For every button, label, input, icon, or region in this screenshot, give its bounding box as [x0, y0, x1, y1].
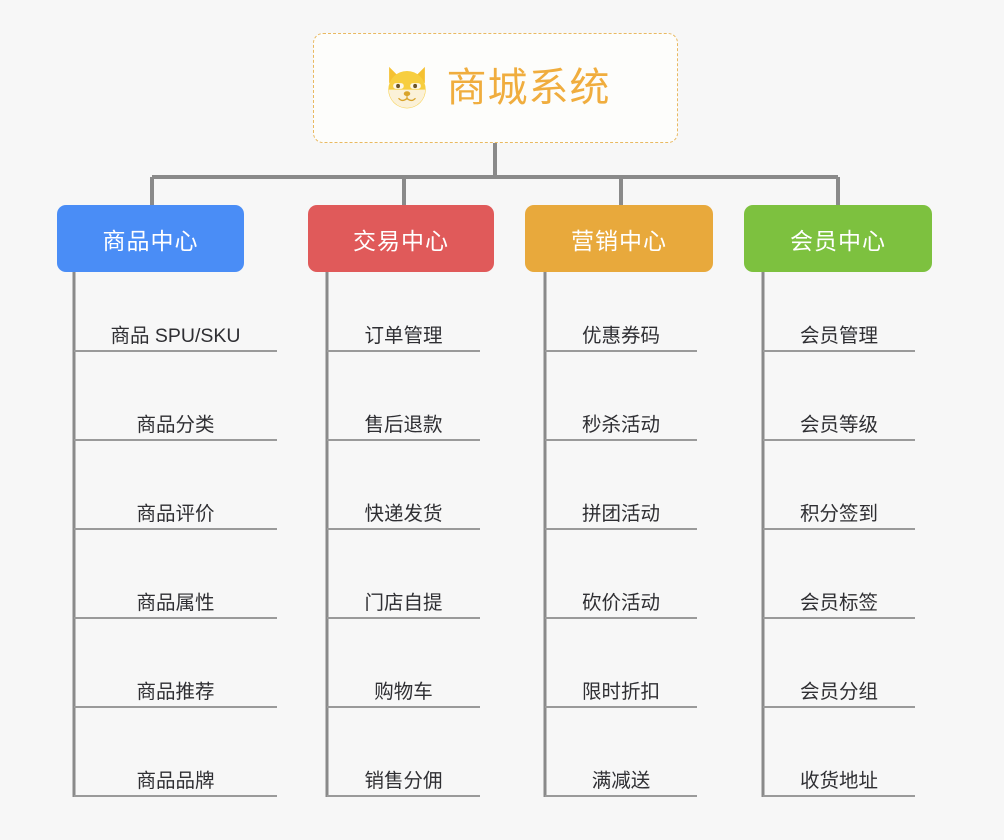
leaf-item-label: 会员标签 — [799, 591, 878, 614]
leaf-item-label: 售后退款 — [364, 413, 443, 436]
leaf-item[interactable]: 限时折扣 — [545, 666, 697, 708]
leaf-item[interactable]: 会员管理 — [763, 310, 915, 352]
root-node[interactable]: 商城系统 — [313, 33, 678, 143]
leaf-item-label: 优惠券码 — [581, 324, 660, 347]
leaf-item[interactable]: 商品属性 — [74, 577, 277, 619]
leaf-item[interactable]: 优惠券码 — [545, 310, 697, 352]
leaf-item-label: 快递发货 — [364, 502, 443, 525]
leaf-item[interactable]: 售后退款 — [327, 399, 480, 441]
leaf-item[interactable]: 订单管理 — [327, 310, 480, 352]
leaf-item-label: 购物车 — [374, 680, 433, 703]
leaf-item-label: 会员分组 — [799, 680, 878, 703]
leaf-item-label: 拼团活动 — [581, 502, 660, 525]
leaf-item[interactable]: 会员等级 — [763, 399, 915, 441]
leaf-item-label: 订单管理 — [364, 324, 443, 347]
category-header-1[interactable]: 商品中心 — [57, 205, 244, 272]
leaf-item[interactable]: 商品品牌 — [74, 755, 277, 797]
leaf-item[interactable]: 购物车 — [327, 666, 480, 708]
leaf-item[interactable]: 收货地址 — [763, 755, 915, 797]
shiba-dog-icon — [387, 66, 426, 109]
leaf-item[interactable]: 商品 SPU/SKU — [74, 310, 277, 352]
leaf-item[interactable]: 门店自提 — [327, 577, 480, 619]
leaf-item-label: 积分签到 — [799, 502, 878, 525]
leaf-item-label: 限时折扣 — [581, 680, 660, 703]
leaf-item-label: 会员管理 — [799, 324, 878, 347]
category-header-4[interactable]: 会员中心 — [744, 205, 932, 272]
leaf-item-label: 商品评价 — [136, 502, 215, 525]
leaf-item-label: 门店自提 — [364, 591, 443, 614]
leaf-item[interactable]: 商品评价 — [74, 488, 277, 530]
leaf-item[interactable]: 快递发货 — [327, 488, 480, 530]
leaf-item-label: 商品分类 — [136, 413, 215, 436]
leaf-item[interactable]: 满减送 — [545, 755, 697, 797]
leaf-item[interactable]: 会员分组 — [763, 666, 915, 708]
leaf-item-label: 商品推荐 — [136, 680, 215, 703]
leaf-item[interactable]: 会员标签 — [763, 577, 915, 619]
leaf-item-label: 收货地址 — [799, 769, 878, 792]
leaf-item-label: 商品品牌 — [136, 769, 215, 792]
root-title: 商城系统 — [446, 66, 611, 110]
leaf-item-label: 商品属性 — [136, 591, 215, 614]
leaf-item[interactable]: 积分签到 — [763, 488, 915, 530]
leaf-item-label: 砍价活动 — [581, 591, 660, 614]
leaf-item[interactable]: 商品推荐 — [74, 666, 277, 708]
leaf-item-label: 满减送 — [591, 769, 651, 792]
leaf-item[interactable]: 秒杀活动 — [545, 399, 697, 441]
leaf-item-label: 会员等级 — [799, 413, 878, 436]
category-header-2[interactable]: 交易中心 — [308, 205, 494, 272]
leaf-item-label: 销售分佣 — [364, 769, 443, 792]
leaf-item[interactable]: 商品分类 — [74, 399, 277, 441]
leaf-item-label: 秒杀活动 — [581, 413, 660, 436]
leaf-item[interactable]: 销售分佣 — [327, 755, 480, 797]
category-header-3[interactable]: 营销中心 — [525, 205, 713, 272]
leaf-item[interactable]: 砍价活动 — [545, 577, 697, 619]
leaf-item[interactable]: 拼团活动 — [545, 488, 697, 530]
leaf-item-label: 商品 SPU/SKU — [110, 324, 241, 347]
